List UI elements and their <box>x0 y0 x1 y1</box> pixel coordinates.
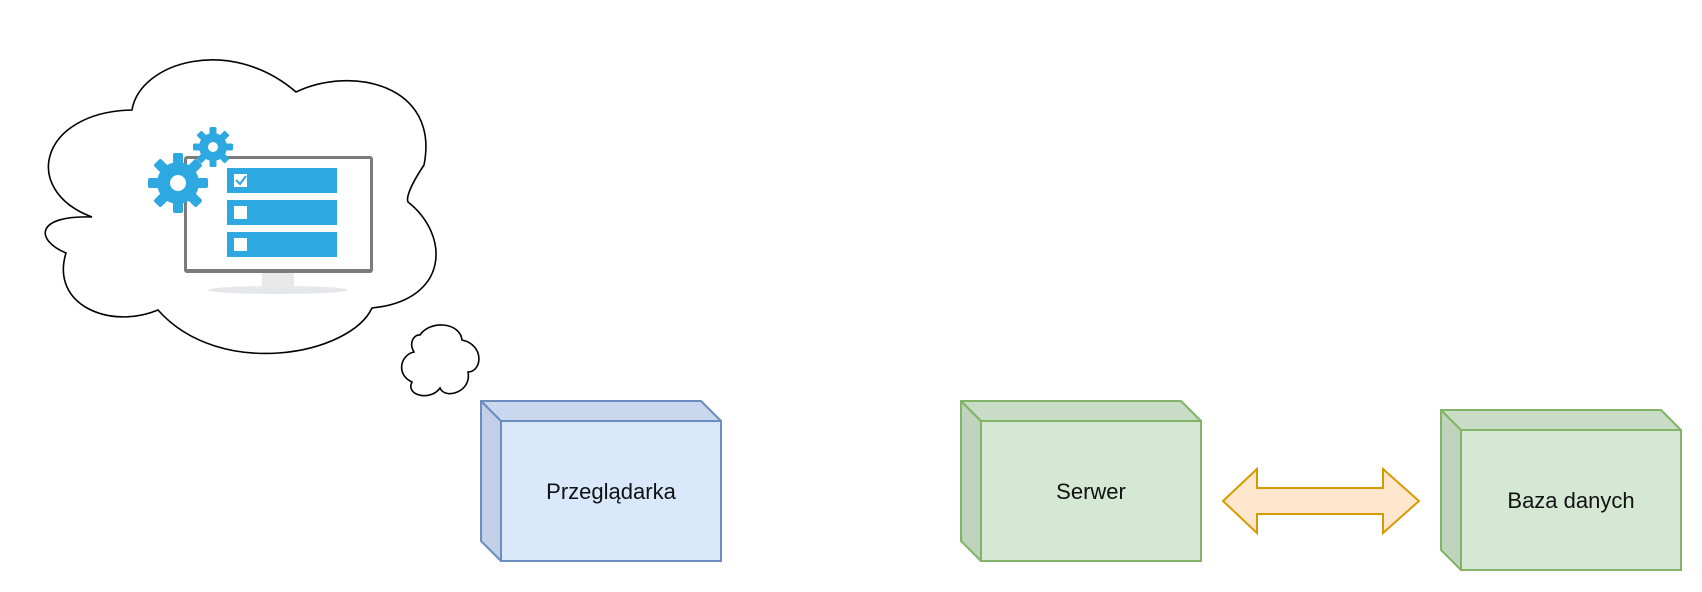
gear-icon <box>148 153 208 213</box>
bidirectional-arrow[interactable] <box>1221 466 1421 536</box>
checkmark-icon <box>235 175 247 186</box>
browser-node-front <box>500 420 722 562</box>
monitor-stand <box>262 273 294 287</box>
checkbox-empty <box>234 206 247 219</box>
database-node-front <box>1460 429 1682 571</box>
server-node-top <box>960 400 1202 422</box>
browser-label: Przeglądarka <box>546 479 676 504</box>
checkbox-checked <box>234 174 247 187</box>
server-label: Serwer <box>1056 479 1126 504</box>
server-node-side <box>960 400 982 562</box>
database-node[interactable]: Baza danych <box>1440 409 1682 571</box>
server-node-front <box>980 420 1202 562</box>
server-node[interactable]: Serwer <box>960 400 1202 562</box>
small-thought-bubble <box>400 324 480 397</box>
browser-node[interactable]: Przeglądarka <box>480 400 722 562</box>
checkbox-empty <box>234 238 247 251</box>
gear-icon <box>193 127 233 167</box>
monitor-shadow <box>208 286 348 294</box>
database-node-top <box>1440 409 1682 431</box>
thought-cloud <box>44 59 480 397</box>
app-settings-monitor-icon <box>148 127 373 294</box>
browser-node-side <box>480 400 502 562</box>
database-label: Baza danych <box>1507 488 1634 513</box>
browser-node-top <box>480 400 722 422</box>
checklist <box>227 168 337 257</box>
database-node-side <box>1440 409 1462 571</box>
